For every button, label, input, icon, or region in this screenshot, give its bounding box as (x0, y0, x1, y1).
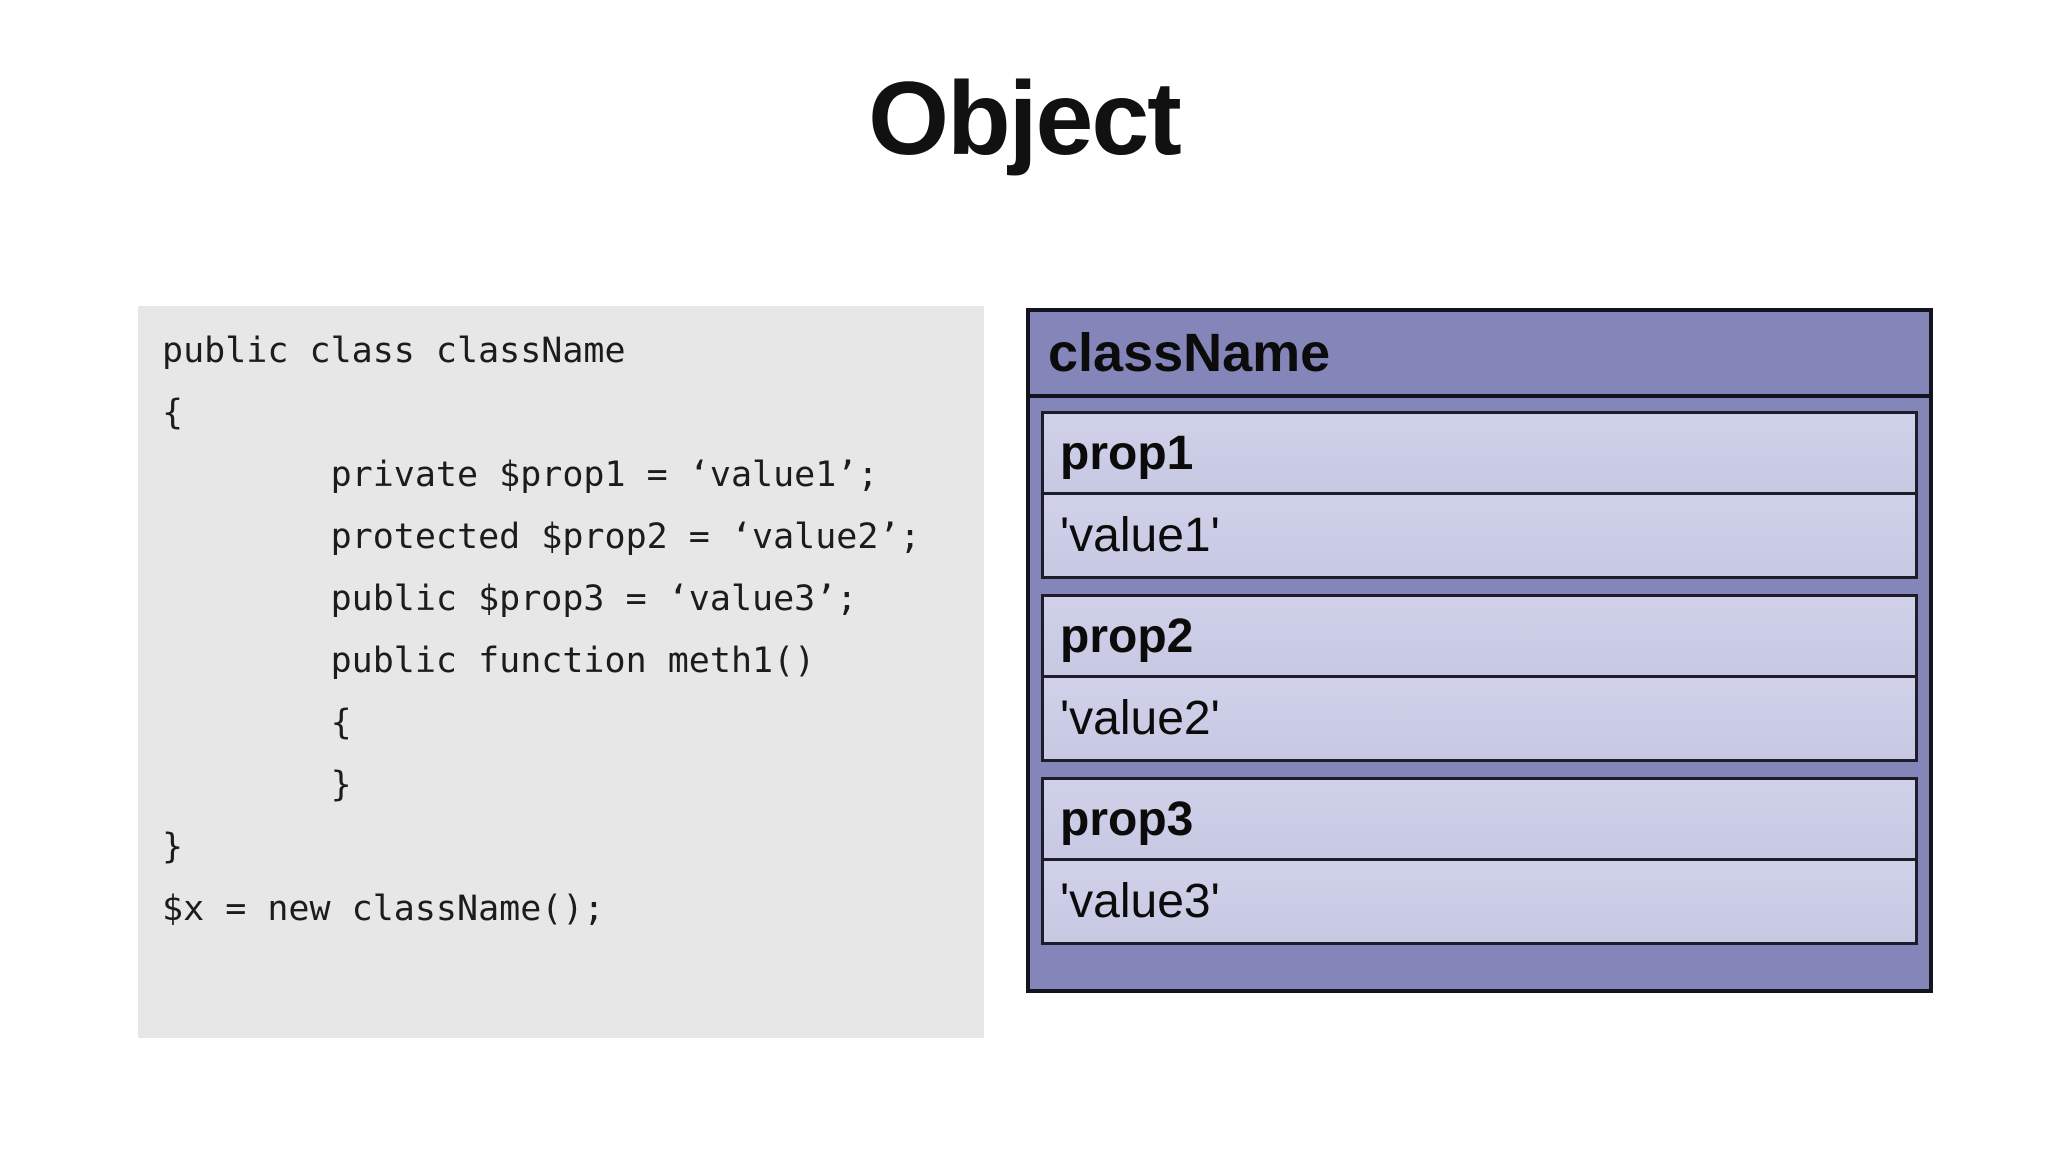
code-line: protected $prop2 = ‘value2’; (162, 517, 921, 557)
code-line: public class className (162, 331, 626, 371)
code-line: { (162, 703, 352, 743)
property-value: 'value3' (1060, 875, 1220, 928)
code-line: private $prop1 = ‘value1’; (162, 455, 879, 495)
property-value-cell: 'value3' (1041, 861, 1918, 945)
property-name: prop1 (1060, 426, 1194, 480)
property-name-cell: prop3 (1041, 777, 1918, 861)
code-line: } (162, 765, 352, 805)
object-properties: prop1 'value1' prop2 'value2' prop3 (1030, 398, 1929, 945)
object-diagram: className prop1 'value1' prop2 'value2' (1026, 308, 1933, 993)
property-group: prop3 'value3' (1041, 777, 1918, 945)
code-line: } (162, 827, 184, 867)
property-group: prop2 'value2' (1041, 594, 1918, 762)
object-class-name: className (1030, 312, 1929, 398)
property-name-cell: prop2 (1041, 594, 1918, 678)
property-name: prop2 (1060, 609, 1194, 663)
property-name: prop3 (1060, 792, 1194, 846)
code-line: public $prop3 = ‘value3’; (162, 579, 858, 619)
page-title: Object (868, 61, 1182, 177)
property-value-cell: 'value1' (1041, 495, 1918, 579)
property-value-cell: 'value2' (1041, 678, 1918, 762)
code-line: { (162, 393, 184, 433)
property-value: 'value1' (1060, 509, 1220, 562)
property-group: prop1 'value1' (1041, 411, 1918, 579)
property-value: 'value2' (1060, 692, 1220, 745)
code-block: public class className { private $prop1 … (138, 306, 984, 1038)
property-name-cell: prop1 (1041, 411, 1918, 495)
code-line: public function meth1() (162, 641, 816, 681)
code-line: $x = new className(); (162, 889, 605, 929)
